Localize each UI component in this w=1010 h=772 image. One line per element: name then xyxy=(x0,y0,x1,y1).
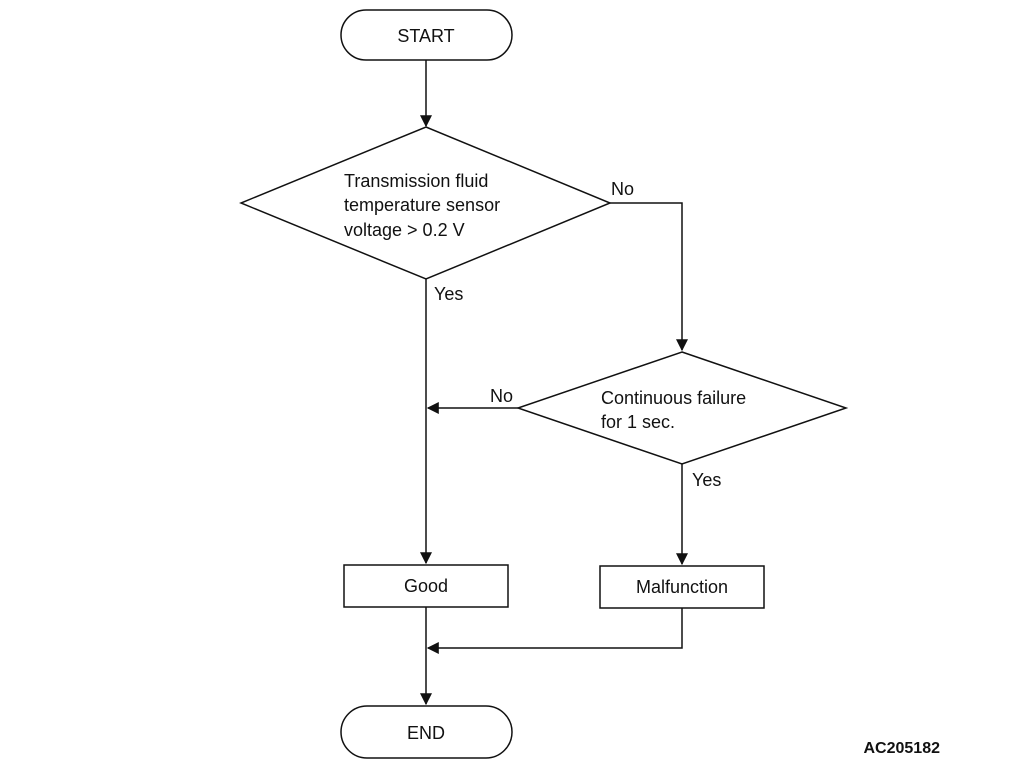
decision-failure-node: Continuous failure for 1 sec. xyxy=(515,351,849,465)
start-label: START xyxy=(397,26,454,46)
edge-label-voltage-yes: Yes xyxy=(434,284,463,304)
edge-label-voltage-no: No xyxy=(611,179,634,199)
good-node: Good xyxy=(343,564,509,608)
decision-voltage-line-2: temperature sensor xyxy=(344,195,500,215)
figure-id-label: AC205182 xyxy=(864,740,941,757)
decision-failure-line-2: for 1 sec. xyxy=(601,412,675,432)
malfunction-label: Malfunction xyxy=(636,577,728,597)
edge-label-failure-no: No xyxy=(490,386,513,406)
end-node: END xyxy=(340,705,513,759)
decision-voltage-line-1: Transmission fluid xyxy=(344,171,488,191)
decision-voltage-line-3: voltage > 0.2 V xyxy=(344,220,465,240)
good-label: Good xyxy=(404,576,448,596)
start-node: START xyxy=(340,9,513,61)
edge-malfunction-to-main xyxy=(426,608,683,654)
decision-failure-line-1: Continuous failure xyxy=(601,388,746,408)
edge-label-failure-yes: Yes xyxy=(692,470,721,490)
edge-voltage-no-to-failure-decision xyxy=(610,202,688,352)
malfunction-node: Malfunction xyxy=(599,565,765,609)
decision-voltage-node: Transmission fluid temperature sensor vo… xyxy=(239,126,612,280)
end-label: END xyxy=(407,723,445,743)
